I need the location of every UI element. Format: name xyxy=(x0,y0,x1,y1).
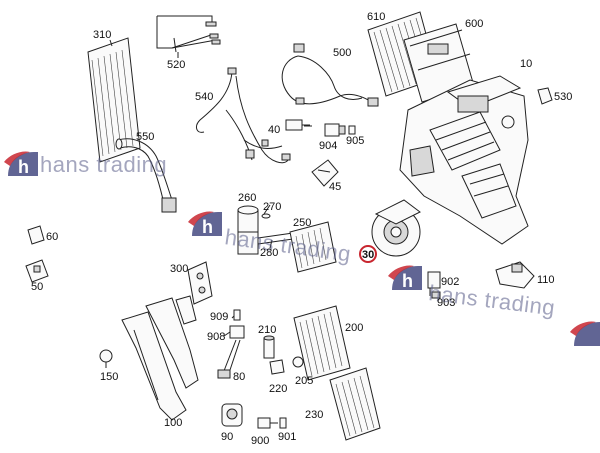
part-80-sensor xyxy=(217,339,241,379)
part-500-cable xyxy=(281,43,379,107)
part-label-300: 300 xyxy=(170,263,188,275)
part-909-pin xyxy=(233,309,241,321)
part-label-902: 902 xyxy=(441,276,459,288)
svg-text:h: h xyxy=(18,157,29,177)
part-label-500: 500 xyxy=(333,47,351,59)
part-label-90: 90 xyxy=(221,431,233,443)
part-label-110: 110 xyxy=(537,274,555,286)
part-label-600: 600 xyxy=(465,18,483,30)
part-260-expansion-valve xyxy=(237,205,259,255)
part-label-60: 60 xyxy=(46,231,58,243)
watermark-logo-4 xyxy=(570,321,600,346)
part-label-530: 530 xyxy=(554,91,572,103)
part-200-heater-core xyxy=(293,305,351,381)
part-205-ring xyxy=(292,356,304,368)
part-908-plug xyxy=(229,325,245,339)
part-10-hvac-housing xyxy=(399,75,529,245)
leader-lines xyxy=(223,125,312,337)
part-903-plug xyxy=(431,291,441,299)
part-90-motor xyxy=(221,403,243,427)
part-label-270: 270 xyxy=(263,201,281,213)
part-520-wire-harness xyxy=(156,15,221,58)
part-label-220: 220 xyxy=(269,383,287,395)
part-250-evaporator xyxy=(289,221,337,273)
part-label-45: 45 xyxy=(329,181,341,193)
part-220-clip xyxy=(269,359,285,375)
part-label-610: 610 xyxy=(367,11,385,23)
part-label-205: 205 xyxy=(295,375,313,387)
part-310-filter-panel xyxy=(87,37,141,163)
part-label-900: 900 xyxy=(251,435,269,447)
watermark-text-1: hans trading xyxy=(40,152,167,177)
watermark-text-2: hans trading xyxy=(223,224,352,266)
part-50-bracket xyxy=(25,259,49,283)
part-30-blower xyxy=(371,199,421,257)
part-45-sensor xyxy=(311,159,339,187)
part-904-connector xyxy=(324,123,346,137)
part-label-520: 520 xyxy=(167,59,185,71)
part-label-50: 50 xyxy=(31,281,43,293)
part-905-pin xyxy=(348,125,356,135)
part-label-908: 908 xyxy=(207,331,225,343)
part-900-connector xyxy=(257,417,278,429)
part-270-seal xyxy=(261,213,271,219)
highlight-marker-30: 30 xyxy=(359,245,377,263)
part-40-clip xyxy=(285,119,310,131)
part-label-30: 30 xyxy=(362,249,374,261)
part-901-pin xyxy=(279,417,287,429)
part-label-40: 40 xyxy=(268,124,280,136)
part-60-bracket xyxy=(27,225,45,245)
part-530-cap xyxy=(537,87,553,105)
svg-text:h: h xyxy=(202,217,213,237)
svg-text:h: h xyxy=(402,271,413,291)
part-210-sensor xyxy=(263,335,275,359)
part-label-250: 250 xyxy=(293,217,311,229)
part-label-150: 150 xyxy=(100,371,118,383)
part-labels: 310 520 610 600 500 10 530 540 550 40 90… xyxy=(31,11,572,447)
part-label-80: 80 xyxy=(233,371,245,383)
part-label-310: 310 xyxy=(93,29,111,41)
part-label-10: 10 xyxy=(520,58,532,70)
part-150-clip xyxy=(99,349,113,368)
part-label-550: 550 xyxy=(136,131,154,143)
part-label-100: 100 xyxy=(164,417,182,429)
part-label-903: 903 xyxy=(437,297,455,309)
part-label-904: 904 xyxy=(319,140,337,152)
part-label-210: 210 xyxy=(258,324,276,336)
part-110-actuator xyxy=(495,261,535,289)
part-540-wiring-loom xyxy=(196,67,291,164)
part-230-electric-heater xyxy=(329,367,381,441)
watermark-logo-3: h xyxy=(388,265,422,291)
part-label-200: 200 xyxy=(345,322,363,334)
watermark-logo-1: h xyxy=(4,151,38,177)
part-100-air-duct xyxy=(121,295,199,421)
part-600-filter-housing xyxy=(403,23,475,103)
part-902-resistor xyxy=(427,271,441,296)
part-550-hose xyxy=(115,138,177,213)
part-label-909: 909 xyxy=(210,311,228,323)
part-label-280: 280 xyxy=(260,247,278,259)
part-label-540: 540 xyxy=(195,91,213,103)
part-label-901: 901 xyxy=(278,431,296,443)
part-label-230: 230 xyxy=(305,409,323,421)
watermark-logo-2: h xyxy=(188,211,222,237)
part-label-260: 260 xyxy=(238,192,256,204)
part-300-flap xyxy=(187,261,213,305)
part-label-905: 905 xyxy=(346,135,364,147)
